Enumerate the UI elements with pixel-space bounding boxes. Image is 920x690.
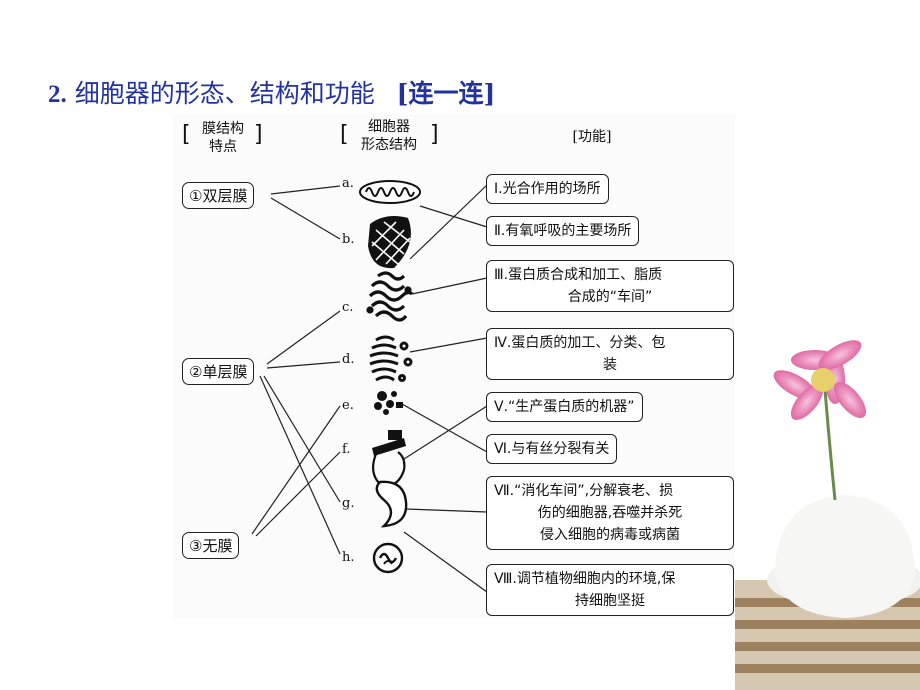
function-box-V: Ⅴ.“生产蛋白质的机器” <box>486 392 643 422</box>
organelle-letter: a. <box>342 176 354 191</box>
header-membrane-line1: 膜结构 <box>202 121 244 137</box>
ribosome-icon <box>374 391 403 415</box>
header-membrane-line2: 特点 <box>209 139 237 155</box>
header-function: [功能] <box>572 129 612 145</box>
line-d-IV <box>409 337 488 353</box>
vacuole-icon <box>372 542 404 574</box>
endoplasmic-reticulum-icon <box>366 271 414 322</box>
line-c-III <box>411 277 488 295</box>
header-organelle: 细胞器 形态结构 <box>350 118 428 154</box>
line-h-VIII <box>403 531 488 593</box>
organelle-letter: g. <box>342 496 355 511</box>
function-text: 合成的“车间” <box>567 289 653 305</box>
golgi-apparatus-icon <box>369 335 413 382</box>
line-double-a <box>270 185 341 195</box>
function-text: Ⅴ.“生产蛋白质的机器” <box>494 399 635 415</box>
line-e-VI <box>401 403 488 453</box>
line-none-e <box>251 405 341 535</box>
membrane-none-box: ③无膜 <box>182 532 240 559</box>
bracket-right: ] <box>254 122 263 147</box>
function-text: Ⅰ.光合作用的场所 <box>494 181 601 197</box>
lysosome-icon <box>375 480 408 528</box>
function-box-III: Ⅲ.蛋白质合成和加工、脂质 合成的“车间” <box>486 260 734 312</box>
function-box-VIII: Ⅷ.调节植物细胞内的环境,保 持细胞坚挺 <box>486 564 734 616</box>
connection-lines <box>251 180 488 593</box>
line-single-g <box>263 375 341 503</box>
bracket-right: ] <box>430 122 439 147</box>
page-title: 2. 细胞器的形态、结构和功能 [连一连] <box>48 74 495 110</box>
function-text: 装 <box>603 357 617 373</box>
organelle-letter: e. <box>342 398 354 413</box>
line-b-I <box>409 184 488 260</box>
flower-vase-decoration <box>735 330 920 690</box>
organelle-letter: d. <box>342 352 355 367</box>
line-single-c <box>266 310 341 365</box>
line-single-d <box>266 361 341 369</box>
header-organelle-line1: 细胞器 <box>368 119 410 135</box>
function-text: Ⅲ.蛋白质合成和加工、脂质 <box>494 267 663 283</box>
line-none-f <box>255 451 341 537</box>
function-text: 持细胞坚挺 <box>575 593 645 609</box>
function-text: 侵入细胞的病毒或病菌 <box>540 527 680 543</box>
organelle-letter: b. <box>342 232 355 247</box>
function-text: Ⅱ.有氧呼吸的主要场所 <box>494 223 632 239</box>
matching-diagram: [ 膜结构 特点 ] [ 细胞器 形态结构 ] [功能] <box>172 114 735 618</box>
function-text: 伤的细胞器,吞噬并杀死 <box>537 505 683 521</box>
line-g-VII <box>405 508 488 513</box>
organelle-letter: f. <box>342 442 351 457</box>
function-box-I: Ⅰ.光合作用的场所 <box>486 174 609 204</box>
header-organelle-line2: 形态结构 <box>361 137 417 153</box>
function-box-VII: Ⅶ.“消化车间”,分解衰老、损 伤的细胞器,吞噬并杀死 侵入细胞的病毒或病菌 <box>486 476 734 550</box>
title-number: 2. <box>48 81 67 108</box>
function-text: Ⅷ.调节植物细胞内的环境,保 <box>494 571 676 587</box>
title-tag: [连一连] <box>396 79 496 108</box>
function-box-VI: Ⅵ.与有丝分裂有关 <box>486 434 618 464</box>
header-membrane: 膜结构 特点 <box>194 120 252 156</box>
mitochondrion-icon <box>359 180 421 204</box>
bracket-left: [ <box>182 122 191 147</box>
line-double-b <box>270 197 341 240</box>
title-text: 细胞器的形态、结构和功能 <box>74 79 375 108</box>
function-text: Ⅵ.与有丝分裂有关 <box>494 441 610 457</box>
centriole-icon <box>371 430 406 488</box>
chloroplast-icon <box>368 216 411 269</box>
function-box-IV: Ⅳ.蛋白质的加工、分类、包 装 <box>486 328 734 380</box>
function-text: Ⅶ.“消化车间”,分解衰老、损 <box>494 483 674 499</box>
membrane-double-box: ①双层膜 <box>182 182 255 209</box>
membrane-single-box: ②单层膜 <box>182 358 255 385</box>
organelle-letter: h. <box>342 550 355 565</box>
bracket-left: [ <box>340 122 349 147</box>
line-f-V <box>403 405 488 460</box>
organelle-letter: c. <box>342 300 354 315</box>
function-box-II: Ⅱ.有氧呼吸的主要场所 <box>486 216 640 246</box>
function-text: Ⅳ.蛋白质的加工、分类、包 <box>494 335 666 351</box>
